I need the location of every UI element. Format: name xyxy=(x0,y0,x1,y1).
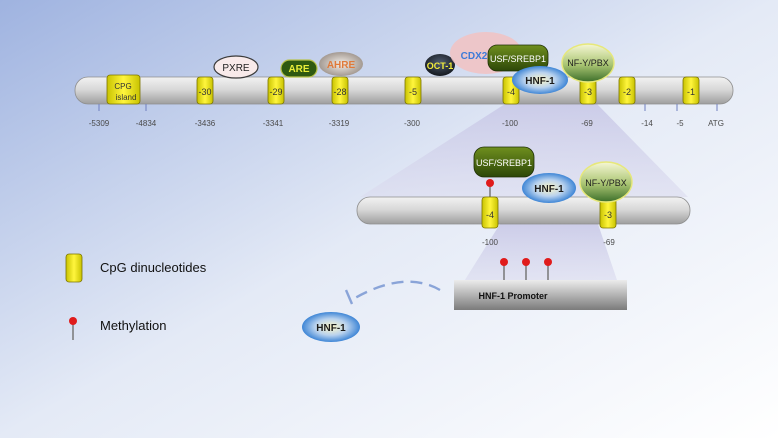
factor-ahre: AHRE xyxy=(319,52,363,76)
legend-methylation-label: Methylation xyxy=(100,318,166,333)
hnf1-product: HNF-1 xyxy=(302,312,360,342)
cpg-site-5: -5 xyxy=(404,76,422,105)
zoom-factor-usf-srebp1: USF/SREBP1 xyxy=(473,146,535,178)
pos-3436: -3436 xyxy=(195,119,216,128)
pos-69: -69 xyxy=(581,119,593,128)
svg-text:-30: -30 xyxy=(198,87,211,97)
svg-text:-28: -28 xyxy=(333,87,346,97)
legend-methylation: Methylation xyxy=(69,317,166,340)
zoom-pos-100: -100 xyxy=(482,238,499,247)
zoom-pos-69: -69 xyxy=(603,238,615,247)
svg-text:USF/SREBP1: USF/SREBP1 xyxy=(490,54,546,64)
svg-text:NF-Y/PBX: NF-Y/PBX xyxy=(585,178,627,188)
factor-hnf1: HNF-1 xyxy=(512,66,568,94)
pos-5309: -5309 xyxy=(89,119,110,128)
svg-text:-3: -3 xyxy=(604,210,612,220)
factor-pxre: PXRE xyxy=(213,55,259,79)
position-ticks xyxy=(98,104,718,111)
legend-methylation-pin xyxy=(69,317,77,325)
pos-14: -14 xyxy=(641,119,653,128)
cpg-site-island: CPG island xyxy=(106,74,141,105)
pos-4834: -4834 xyxy=(136,119,157,128)
svg-text:-1: -1 xyxy=(687,87,695,97)
genomic-dna-bar xyxy=(74,76,734,105)
zoom-factor-nf-y-pbx: NF-Y/PBX xyxy=(579,161,633,203)
cpg-site-30: -30 xyxy=(196,76,214,105)
factor-nf-y-pbx: NF-Y/PBX xyxy=(561,43,615,83)
pos-5: -5 xyxy=(676,119,684,128)
svg-text:HNF-1 Promoter: HNF-1 Promoter xyxy=(478,291,548,301)
cpg-site-2: -2 xyxy=(618,76,636,105)
factor-usf-srebp1: USF/SREBP1 xyxy=(487,44,549,72)
legend-cpg: CpG dinucleotides xyxy=(65,253,207,283)
factor-oct1: OCT-1 xyxy=(425,54,455,76)
svg-text:HNF-1: HNF-1 xyxy=(534,184,564,195)
pos-atg: ATG xyxy=(708,119,724,128)
svg-text:-5: -5 xyxy=(409,87,417,97)
inhibition-arrow xyxy=(344,280,441,305)
svg-text:-29: -29 xyxy=(269,87,282,97)
svg-text:USF/SREBP1: USF/SREBP1 xyxy=(476,158,532,168)
legend-cpg-label: CpG dinucleotides xyxy=(100,260,207,275)
pos-3341: -3341 xyxy=(263,119,284,128)
svg-text:-4: -4 xyxy=(486,210,494,220)
svg-text:-4: -4 xyxy=(507,87,515,97)
svg-text:OCT-1: OCT-1 xyxy=(427,61,454,71)
factor-are: ARE xyxy=(280,59,318,78)
svg-text:-2: -2 xyxy=(623,87,631,97)
promoter-methylation-marks xyxy=(500,258,552,281)
svg-text:HNF-1: HNF-1 xyxy=(316,323,346,334)
svg-text:ARE: ARE xyxy=(288,64,309,75)
island-label: island xyxy=(116,93,137,102)
hnf1-promoter: HNF-1 Promoter xyxy=(454,280,627,310)
zoom-cpg-site-4: -4 xyxy=(481,196,499,229)
pos-100: -100 xyxy=(502,119,519,128)
zoom-funnel-bottom xyxy=(463,224,618,283)
svg-text:AHRE: AHRE xyxy=(327,60,356,71)
svg-text:-3: -3 xyxy=(584,87,592,97)
svg-text:HNF-1: HNF-1 xyxy=(525,76,555,87)
zoom-factor-hnf1: HNF-1 xyxy=(522,173,576,203)
pos-3319: -3319 xyxy=(329,119,350,128)
svg-text:PXRE: PXRE xyxy=(222,63,250,74)
cpg-label: CPG xyxy=(114,82,131,91)
pos-300: -300 xyxy=(404,119,421,128)
svg-text:CDX2: CDX2 xyxy=(461,51,488,62)
position-labels: -5309 -4834 -3436 -3341 -3319 -300 -100 … xyxy=(89,119,724,128)
cpg-site-29: -29 xyxy=(267,76,285,105)
cpg-site-1: -1 xyxy=(682,76,700,105)
zoomed-dna-bar xyxy=(356,196,691,225)
methylation-mark-zoom xyxy=(486,179,494,197)
zoom-cpg-site-3: -3 xyxy=(599,196,617,229)
svg-text:NF-Y/PBX: NF-Y/PBX xyxy=(567,58,609,68)
legend-cpg-swatch xyxy=(65,253,83,283)
legend: CpG dinucleotides Methylation xyxy=(65,253,207,340)
cpg-site-28: -28 xyxy=(331,76,349,105)
